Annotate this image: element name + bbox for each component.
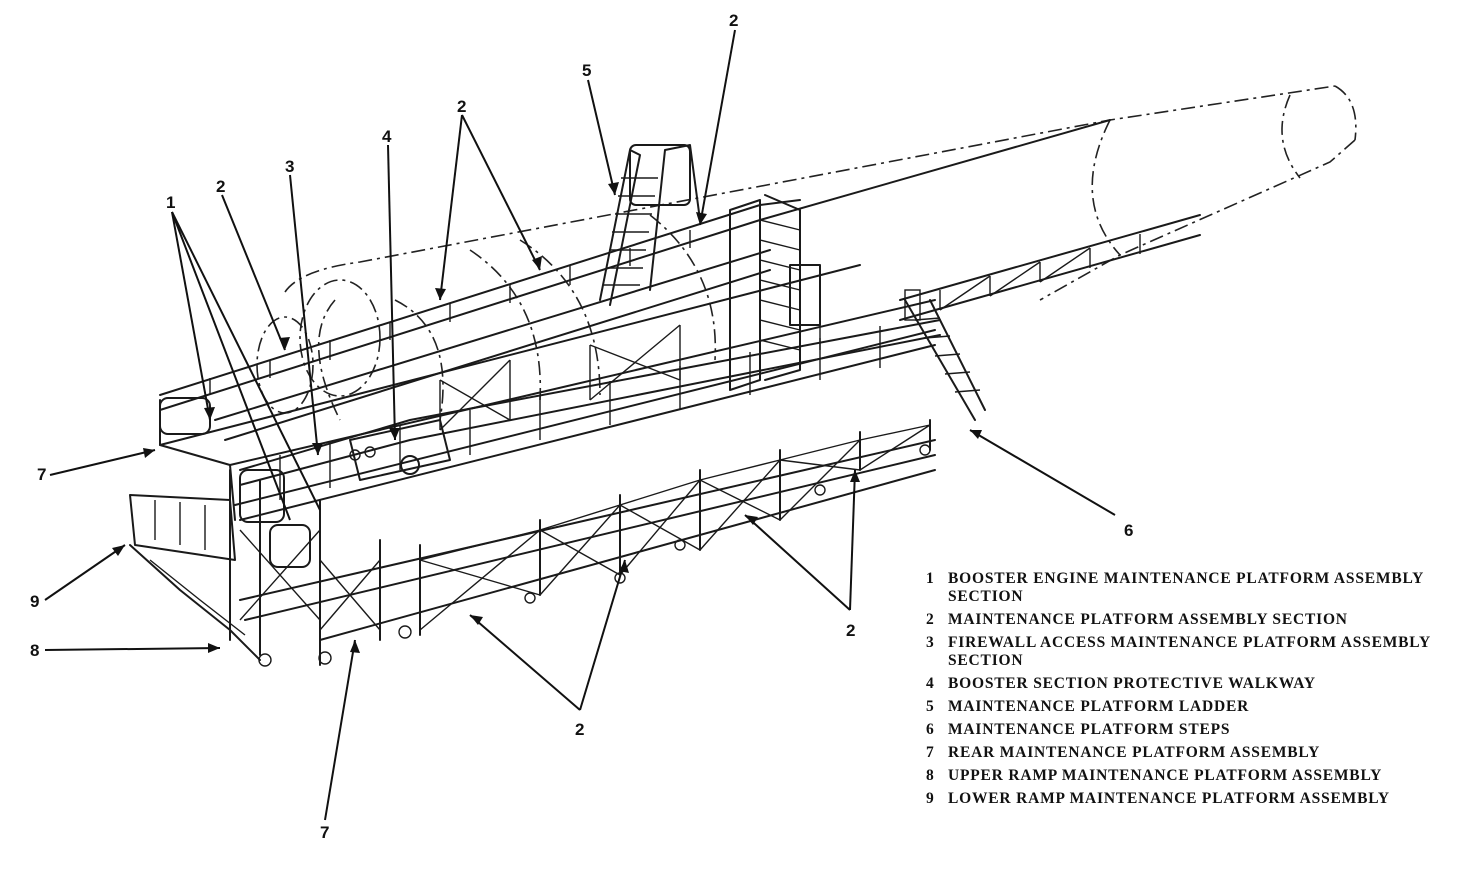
walkway-detail [349,419,451,481]
legend-number: 6 [926,721,935,738]
legend-item: 9 LOWER RAMP MAINTENANCE PLATFORM ASSEMB… [926,790,1456,808]
legend-item: 6 MAINTENANCE PLATFORM STEPS [926,721,1456,739]
legend-item: 3 FIREWALL ACCESS MAINTENANCE PLATFORM A… [926,634,1456,670]
parts-legend: 1 BOOSTER ENGINE MAINTENANCE PLATFORM AS… [926,570,1456,813]
callout-8: 8 [30,641,39,660]
legend-text: MAINTENANCE PLATFORM LADDER [948,698,1250,715]
legend-number: 3 [926,634,935,651]
front-ramp [129,494,261,661]
legend-text: MAINTENANCE PLATFORM STEPS [948,721,1231,738]
legend-number: 8 [926,767,935,784]
legend-item: 7 REAR MAINTENANCE PLATFORM ASSEMBLY [926,744,1456,762]
callout-3: 3 [285,157,294,176]
legend-number: 2 [926,611,935,628]
legend-number: 1 [926,570,935,587]
ladder [599,144,701,306]
callout-2-top-right: 2 [729,11,738,30]
legend-number: 5 [926,698,935,715]
legend-number: 9 [926,790,935,807]
callout-6: 6 [1124,521,1133,540]
legend-item: 4 BOOSTER SECTION PROTECTIVE WALKWAY [926,675,1456,693]
steps [904,289,986,421]
callout-2-right: 2 [846,621,855,640]
legend-item: 1 BOOSTER ENGINE MAINTENANCE PLATFORM AS… [926,570,1456,606]
legend-number: 4 [926,675,935,692]
legend-text: REAR MAINTENANCE PLATFORM ASSEMBLY [948,744,1321,761]
legend-text: BOOSTER SECTION PROTECTIVE WALKWAY [948,675,1316,692]
callout-7-left: 7 [37,465,46,484]
leader-lines [44,29,1116,821]
callout-2-bottom: 2 [575,720,584,739]
legend-text: BOOSTER ENGINE MAINTENANCE PLATFORM ASSE… [948,570,1424,605]
legend-text: MAINTENANCE PLATFORM ASSEMBLY SECTION [948,611,1348,628]
legend-number: 7 [926,744,935,761]
legend-text: FIREWALL ACCESS MAINTENANCE PLATFORM ASS… [948,634,1431,669]
callout-7-bottom: 7 [320,823,329,842]
legend-item: 2 MAINTENANCE PLATFORM ASSEMBLY SECTION [926,611,1456,629]
callout-9: 9 [30,592,39,611]
callout-4: 4 [382,127,392,146]
callout-5: 5 [582,61,591,80]
missile-outline [256,85,1357,421]
legend-item: 8 UPPER RAMP MAINTENANCE PLATFORM ASSEMB… [926,767,1456,785]
tower [729,194,821,391]
legend-text: LOWER RAMP MAINTENANCE PLATFORM ASSEMBLY [948,790,1390,807]
callout-1: 1 [166,193,175,212]
callout-2-upper-left: 2 [216,177,225,196]
callout-2-center: 2 [457,97,466,116]
main-deck [159,264,941,568]
far-railing [159,119,1201,441]
callout-labels: 1 2 3 4 2 5 2 7 9 8 7 2 2 6 [30,11,1133,842]
legend-text: UPPER RAMP MAINTENANCE PLATFORM ASSEMBLY [948,767,1383,784]
legend-item: 5 MAINTENANCE PLATFORM LADDER [926,698,1456,716]
lower-truss-frame [229,290,936,667]
